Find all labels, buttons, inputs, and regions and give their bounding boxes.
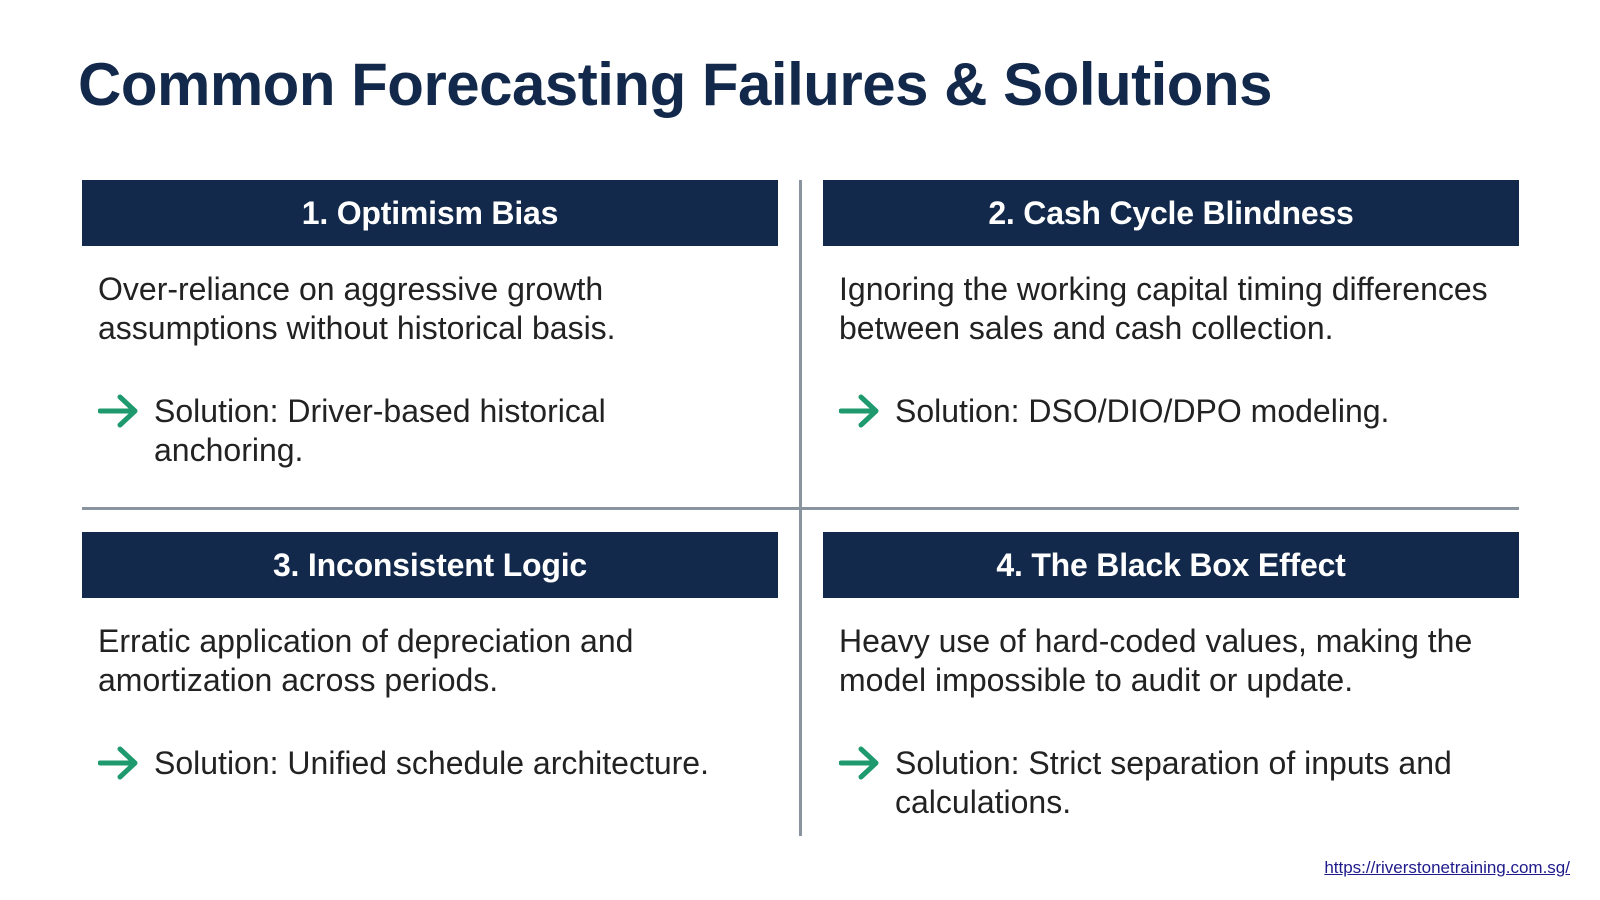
card-black-box-effect: 4. The Black Box Effect Heavy use of har… [823, 532, 1519, 822]
solution-text: Solution: Driver-based historical anchor… [154, 393, 606, 468]
card-cash-cycle-blindness: 2. Cash Cycle Blindness Ignoring the wor… [823, 180, 1519, 431]
card-solution: Solution: Unified schedule architecture. [98, 744, 778, 783]
card-solution: Solution: Driver-based historical anchor… [98, 392, 778, 470]
page-title: Common Forecasting Failures & Solutions [78, 51, 1272, 118]
card-description: Over-reliance on aggressive growth assum… [98, 271, 616, 346]
footer-website-link[interactable]: https://riverstonetraining.com.sg/ [1324, 858, 1570, 877]
arrow-right-icon [98, 394, 138, 428]
solution-text: Solution: DSO/DIO/DPO modeling. [895, 393, 1390, 429]
card-description: Erratic application of depreciation and … [98, 623, 634, 698]
card-solution: Solution: Strict separation of inputs an… [839, 744, 1519, 822]
card-description: Heavy use of hard-coded values, making t… [839, 623, 1473, 698]
card-description: Ignoring the working capital timing diff… [839, 271, 1488, 346]
arrow-right-icon [839, 394, 879, 428]
horizontal-divider [82, 507, 1519, 510]
arrow-right-icon [98, 746, 138, 780]
solution-text: Solution: Unified schedule architecture. [154, 745, 709, 781]
card-header: 2. Cash Cycle Blindness [823, 180, 1519, 246]
card-solution: Solution: DSO/DIO/DPO modeling. [839, 392, 1519, 431]
card-header: 3. Inconsistent Logic [82, 532, 778, 598]
arrow-right-icon [839, 746, 879, 780]
card-inconsistent-logic: 3. Inconsistent Logic Erratic applicatio… [82, 532, 778, 783]
card-optimism-bias: 1. Optimism Bias Over-reliance on aggres… [82, 180, 778, 470]
card-header: 1. Optimism Bias [82, 180, 778, 246]
solution-text: Solution: Strict separation of inputs an… [895, 745, 1452, 820]
card-header: 4. The Black Box Effect [823, 532, 1519, 598]
